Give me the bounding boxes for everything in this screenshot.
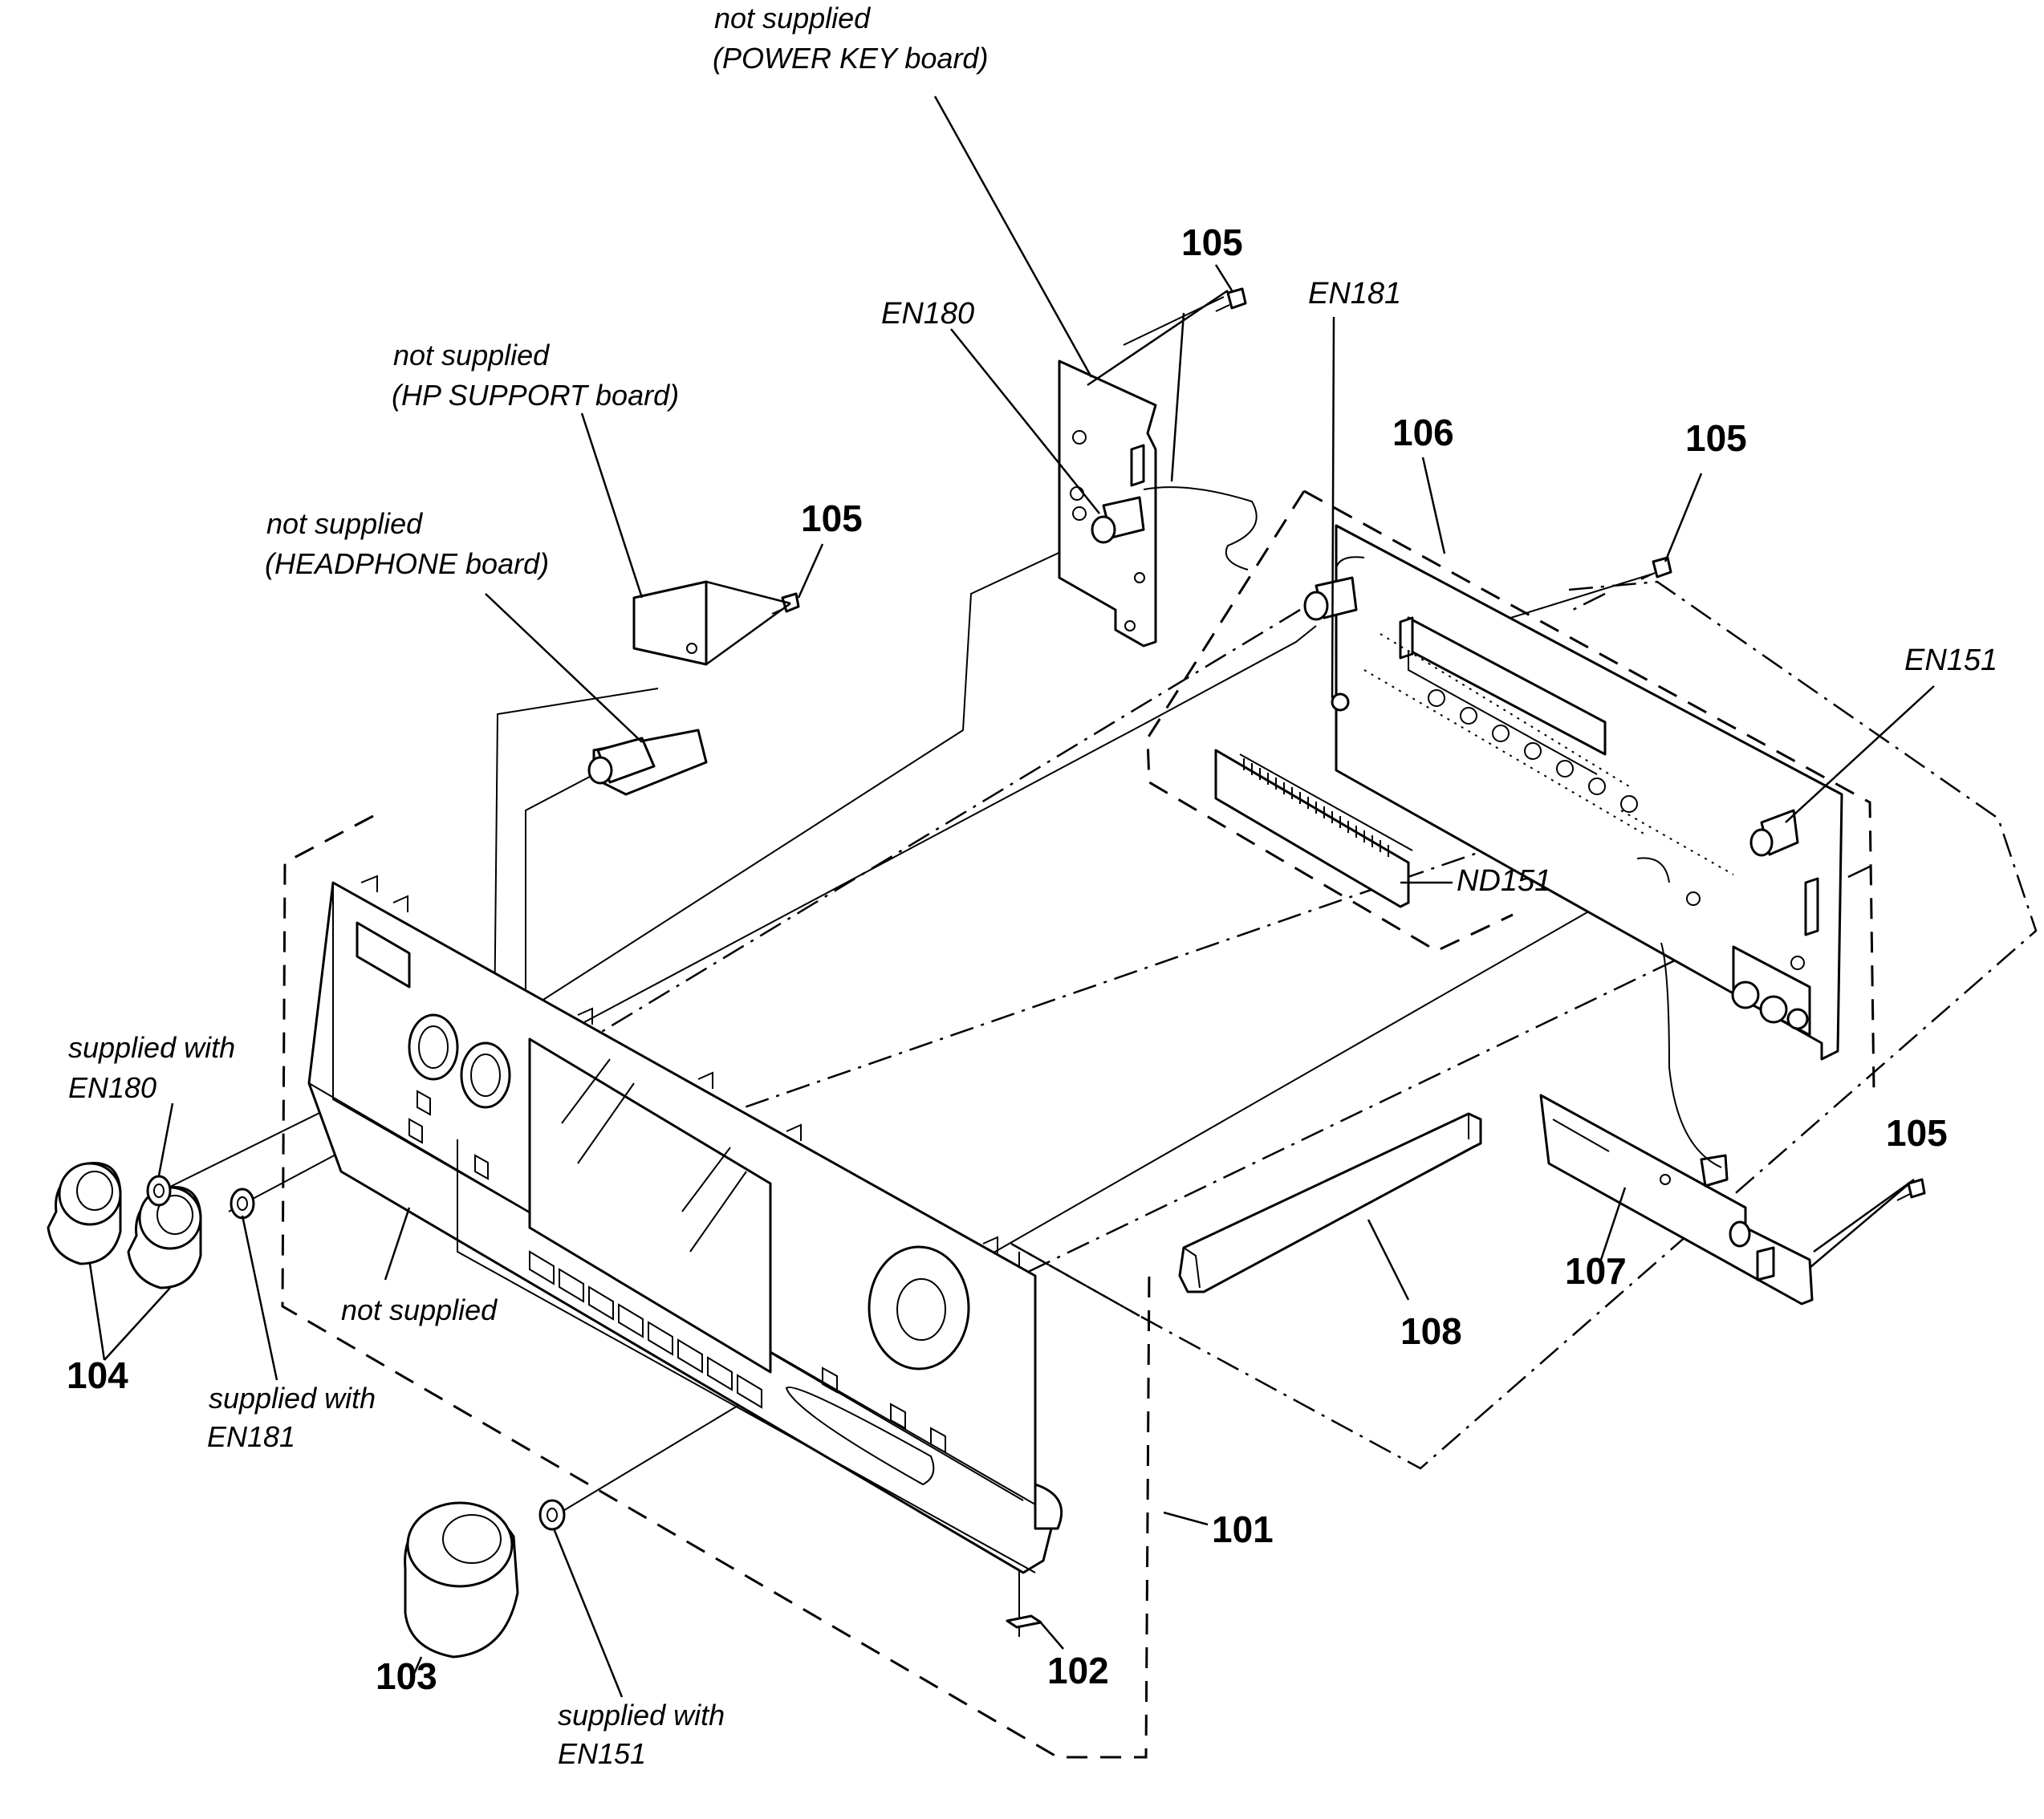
label-supplied-en151-2: EN151 [558,1737,646,1770]
leader-105-a [1214,264,1233,291]
label-supplied-en180-1: supplied with [68,1031,235,1064]
display-board-106[interactable] [1303,524,1843,1061]
display-board-dotted-3 [1620,810,1734,875]
screw-105-a[interactable] [1215,287,1247,312]
leader-hp-support [580,412,644,599]
knob-103[interactable] [404,1501,519,1659]
power-key-board[interactable] [1058,359,1157,648]
leader-en181-washer [241,1215,278,1381]
label-part-102: 102 [1047,1650,1109,1691]
leader-105-b [1664,473,1703,562]
label-part-105-b: 105 [1685,417,1747,459]
chassis-outline [1010,580,2038,1470]
leader-105-c-board [705,580,791,666]
label-part-106: 106 [1392,412,1454,453]
washer-en180[interactable] [146,1175,172,1207]
label-supplied-en180-2: EN180 [68,1071,156,1104]
leader-headphone [485,593,643,743]
board-107[interactable] [1539,1094,1814,1305]
part-102-clip[interactable] [1006,1614,1042,1629]
alignment-line-screw-105b [1484,573,1654,627]
leader-102 [1038,1620,1064,1650]
washer-en151[interactable] [538,1499,566,1531]
leader-104-b [104,1287,171,1361]
leader-en181 [1331,316,1335,699]
leader-103 [408,1656,423,1686]
assembly-axis-4 [1572,592,1606,611]
label-headphone-note-2: (HEADPHONE board) [265,547,549,580]
washer-en181[interactable] [230,1188,255,1220]
leader-en151-washer [552,1528,624,1698]
assembly-axis-1 [529,608,1301,1077]
label-front-panel-note: not supplied [341,1293,498,1326]
label-nd151: ND151 [1457,864,1551,898]
display-tube-nd151[interactable] [1214,749,1413,908]
label-part-108: 108 [1400,1310,1462,1352]
power-key-cable [1143,486,1258,570]
label-part-104: 104 [67,1354,128,1396]
label-part-105-c: 105 [801,497,863,539]
leader-108 [1367,1219,1410,1301]
board-107-cable [1660,942,1722,1168]
leader-107 [1599,1187,1627,1261]
label-part-101: 101 [1212,1508,1274,1550]
label-hp-support-note-1: not supplied [393,339,550,372]
label-part-105-d: 105 [1886,1112,1948,1154]
label-headphone-note-1: not supplied [266,507,423,540]
display-assembly-boundary-right [1303,489,1875,1092]
headphone-board[interactable] [587,729,708,796]
front-panel[interactable] [307,875,1063,1574]
label-supplied-en151-1: supplied with [558,1699,725,1732]
leader-101 [1163,1511,1209,1526]
bracket-108[interactable] [1178,1112,1482,1293]
knob-104-left[interactable] [47,1162,122,1265]
label-part-105-a: 105 [1181,221,1243,263]
assembly-axis-3 [1002,865,1871,1285]
leader-105-c [797,543,824,599]
leader-105-d [1809,1178,1915,1269]
leader-power-key [933,95,1093,378]
leader-en180-washer [157,1102,174,1176]
label-part-107: 107 [1565,1250,1627,1292]
leader-104-a [88,1263,106,1361]
screw-105-c[interactable] [771,592,800,615]
leader-en180 [950,328,1100,514]
alignment-line-en181 [228,625,1317,1212]
leader-106 [1421,457,1446,554]
label-en151: EN151 [1904,644,1997,677]
label-power-key-note-1: not supplied [714,2,871,35]
label-en180: EN180 [881,297,974,331]
display-board-dotted-2 [1363,669,1646,835]
label-supplied-en181-1: supplied with [209,1382,376,1415]
leader-front-panel-note [384,1207,411,1281]
display-board-dotted-1 [1380,633,1630,787]
label-part-103: 103 [376,1655,437,1697]
leader-en151 [1785,685,1935,823]
screw-105-b[interactable] [1640,556,1672,580]
hp-support-board[interactable] [632,580,708,666]
screw-105-d[interactable] [1896,1178,1926,1201]
label-power-key-note-2: (POWER KEY board) [713,42,988,75]
leader-105-a-board [1087,289,1229,482]
label-en181: EN181 [1308,277,1401,311]
label-hp-support-note-2: (HP SUPPORT board) [392,379,679,412]
front-panel-assembly-boundary [281,814,1151,1759]
label-supplied-en181-2: EN181 [207,1420,295,1453]
assembly-axis-2 [697,785,1670,1125]
